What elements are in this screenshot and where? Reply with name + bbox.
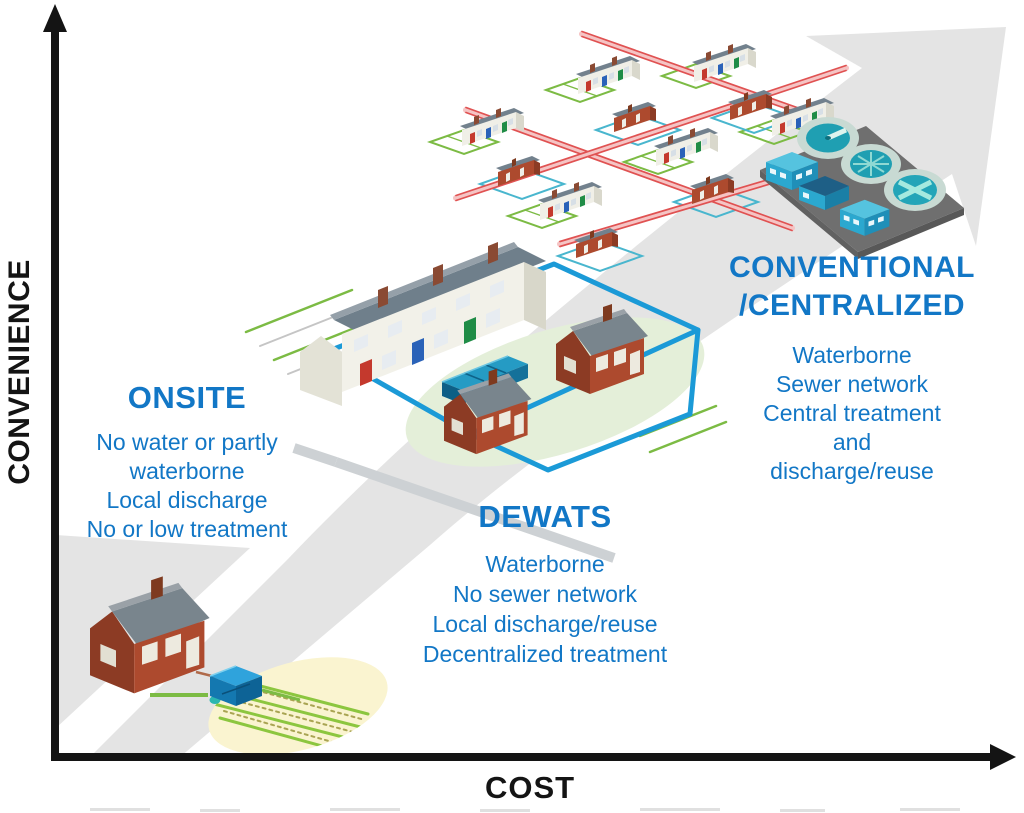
clarifier-tank-icon bbox=[841, 144, 901, 184]
dewats-title: DEWATS bbox=[478, 499, 612, 534]
conventional-line: Sewer network bbox=[775, 371, 929, 397]
clarifier-tank-icon bbox=[797, 117, 859, 159]
conventional-title-line1: CONVENTIONAL bbox=[729, 251, 975, 284]
conventional-line: Central treatment bbox=[763, 400, 941, 426]
terrace-houses-icon bbox=[300, 242, 546, 406]
onsite-label: ONSITE bbox=[62, 380, 312, 416]
onsite-line: No water or partly bbox=[96, 429, 278, 455]
dewats-line: Decentralized treatment bbox=[422, 641, 668, 667]
treatment-plant-illustration bbox=[760, 117, 964, 259]
septic-tank-icon bbox=[209, 665, 262, 706]
bottom-faint-marks bbox=[90, 808, 960, 812]
conventional-line: and bbox=[832, 429, 872, 455]
x-axis-label: COST bbox=[484, 770, 576, 805]
conventional-description: Waterborne Sewer network Central treatme… bbox=[702, 341, 1002, 486]
clarifier-tank-icon bbox=[884, 169, 946, 211]
dewats-line: No sewer network bbox=[452, 581, 638, 607]
x-axis-arrowhead-icon bbox=[990, 744, 1016, 770]
onsite-line: waterborne bbox=[129, 458, 245, 484]
y-axis-arrowhead-icon bbox=[43, 4, 67, 32]
conventional-line: discharge/reuse bbox=[770, 458, 934, 484]
onsite-description: No water or partly waterborne Local disc… bbox=[52, 428, 322, 544]
conventional-label: CONVENTIONAL /CENTRALIZED bbox=[702, 249, 1002, 325]
dewats-label: DEWATS bbox=[420, 499, 670, 535]
dewats-description: Waterborne No sewer network Local discha… bbox=[400, 549, 690, 669]
conventional-line: Waterborne bbox=[792, 342, 912, 368]
dewats-cluster-illustration bbox=[244, 242, 728, 563]
conventional-neighborhood-illustration bbox=[429, 30, 879, 272]
onsite-title: ONSITE bbox=[127, 380, 247, 415]
y-axis-label: CONVENIENCE bbox=[3, 259, 36, 485]
y-axis bbox=[43, 4, 67, 757]
x-axis bbox=[51, 744, 1016, 770]
plant-shed-icon bbox=[799, 176, 849, 210]
onsite-line: Local discharge bbox=[106, 487, 268, 513]
conventional-title-line2: /CENTRALIZED bbox=[739, 289, 965, 322]
dewats-line: Local discharge/reuse bbox=[432, 611, 658, 637]
dewats-line: Waterborne bbox=[485, 551, 605, 577]
onsite-line: No or low treatment bbox=[86, 516, 288, 542]
